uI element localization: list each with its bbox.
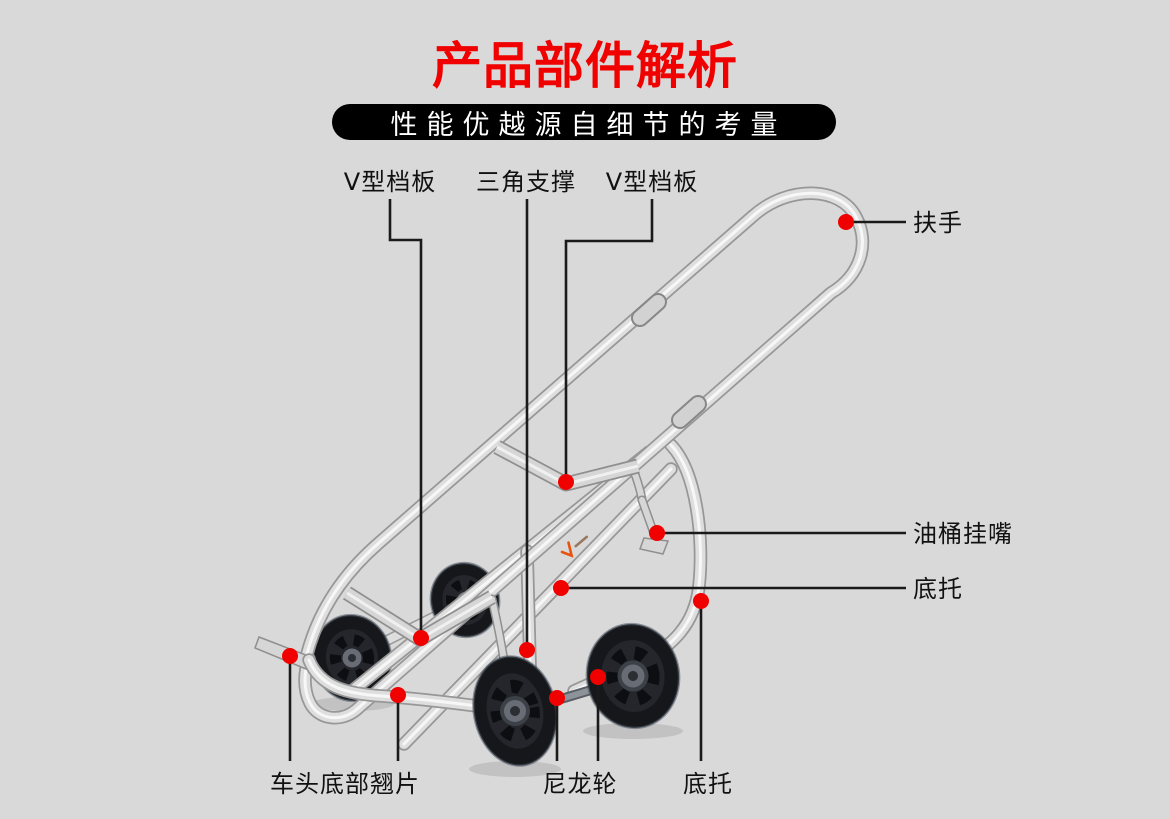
anchor-dot [693,593,709,609]
anchor-dot [590,669,606,685]
part-label: V型档板 [344,168,436,196]
part-label: V型档板 [606,168,698,196]
anchor-dot [838,214,854,230]
part-label: 车头底部翘片 [270,770,420,798]
wheel-shadow [583,723,683,739]
wheel-shadow [469,761,561,777]
trolley-frame [254,193,862,744]
page-title: 产品部件解析 [432,37,738,95]
part-label: 扶手 [913,209,963,237]
part-label: 尼龙轮 [543,770,618,798]
anchor-dot [413,630,429,646]
part-label: 底托 [683,770,733,798]
brand-mark [560,535,589,558]
anchor-dot [553,580,569,596]
part-label: 油桶挂嘴 [913,520,1013,548]
leader-line [388,199,423,638]
leader-line [564,199,654,482]
anchor-dot [558,474,574,490]
anchor-dot [390,687,406,703]
subtitle-text: 性能优越源自细节的考量 [390,109,787,141]
subtitle-banner: 性能优越源自细节的考量 [332,104,836,141]
nylon-wheel-front-right [585,622,681,730]
part-label: 三角支撑 [476,168,576,196]
anchor-dot [282,648,298,664]
nylon-wheel-front-left [472,655,558,767]
anchor-dot [549,690,565,706]
coupling-sleeve [640,302,698,420]
part-label: 底托 [913,575,963,603]
anchor-dot [649,525,665,541]
anchor-dot [519,642,535,658]
